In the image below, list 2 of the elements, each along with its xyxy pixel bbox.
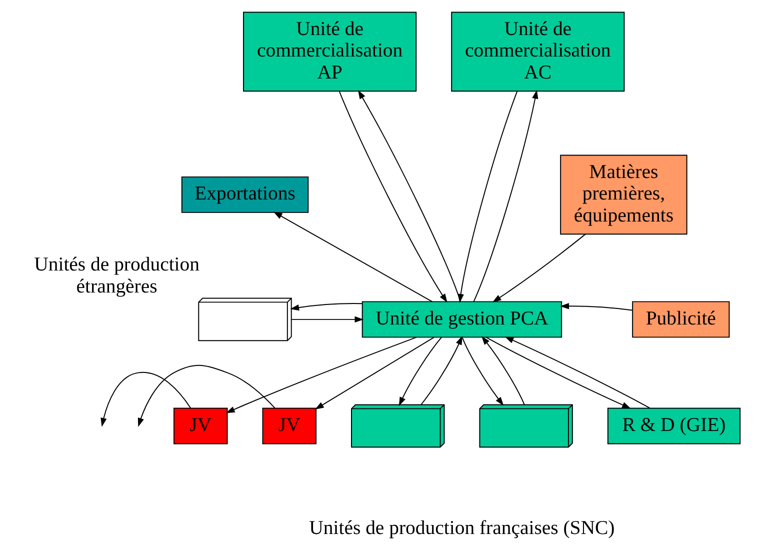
- label: Unités de production françaises (SNC): [308, 516, 614, 539]
- node-label: Unités de production étrangères: [34, 254, 199, 298]
